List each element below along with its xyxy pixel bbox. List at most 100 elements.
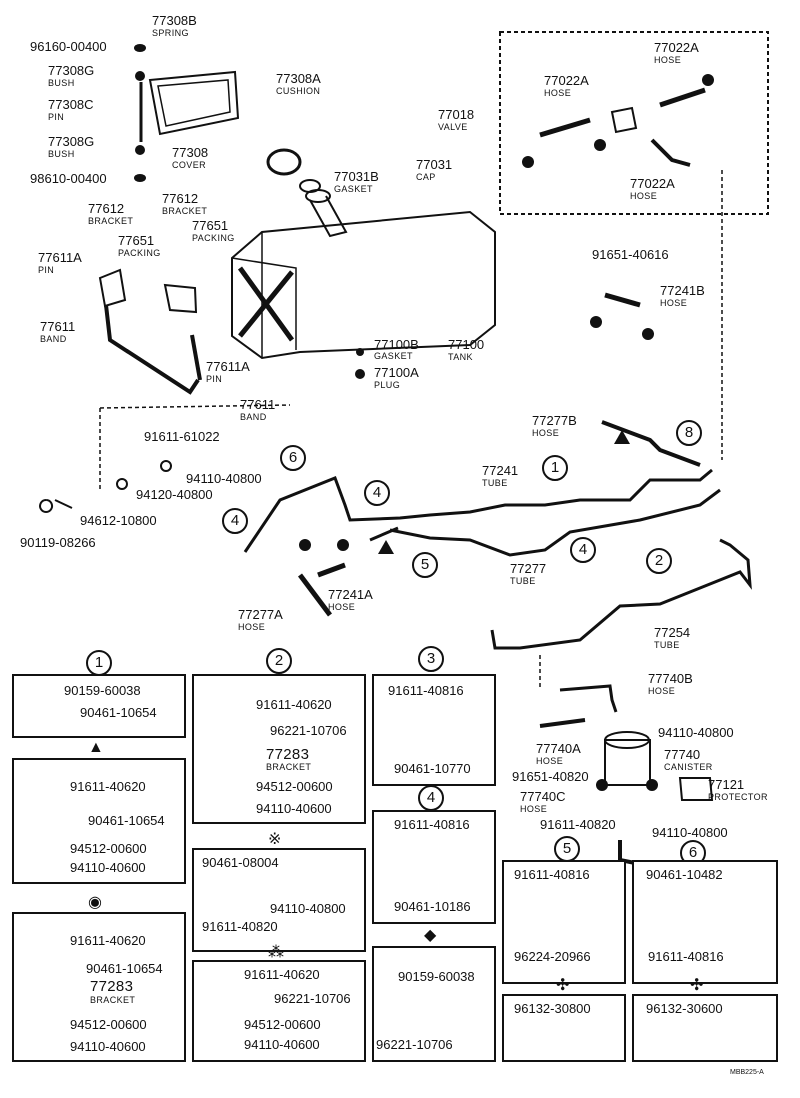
- label-tube-b: TUBE: [510, 576, 536, 586]
- bdia-item-1: 90159-60038: [398, 969, 475, 984]
- b6-item-1: 90461-10482: [646, 867, 723, 882]
- label-packing-a: PACKING: [118, 248, 161, 258]
- part-77254: 77254: [654, 625, 691, 640]
- b3-item-1: 91611-40816: [388, 683, 464, 698]
- btri-item-4: 94110-40600: [70, 860, 146, 875]
- part-94110-40800-b: 94110-40800: [658, 725, 734, 740]
- label-hose-i: HOSE: [536, 756, 564, 766]
- label-hose-a: HOSE: [544, 88, 572, 98]
- b3-item-2: 90461-10770: [394, 761, 471, 776]
- part-77308G-a: 77308G: [48, 63, 95, 78]
- label-hose-f: HOSE: [328, 602, 356, 612]
- label-hose-h: HOSE: [648, 686, 676, 696]
- label-hose-j: HOSE: [520, 804, 548, 814]
- part-77121: 77121: [708, 777, 745, 792]
- part-77277B: 77277B: [532, 413, 577, 428]
- part-77031B: 77031B: [334, 169, 379, 184]
- tube-77254: [490, 538, 752, 650]
- bclub-item-2: 96221-10706: [274, 991, 351, 1006]
- part-77308A: 77308A: [276, 71, 321, 86]
- label-spring: SPRING: [152, 28, 189, 38]
- box5-marker: 5: [554, 836, 580, 862]
- part-77241: 77241: [482, 463, 519, 478]
- label-bracket-a: BRACKET: [88, 216, 134, 226]
- part-77651-a: 77651: [118, 233, 155, 248]
- hose-77277B: [601, 420, 701, 467]
- label-bush-b: BUSH: [48, 149, 75, 159]
- part-77740B: 77740B: [648, 671, 693, 686]
- washer-94120-40800: [116, 478, 128, 490]
- part-77308G-b: 77308G: [48, 134, 95, 149]
- part-77740A: 77740A: [536, 741, 581, 756]
- box4-marker: 4: [418, 785, 444, 811]
- label-tube-a: TUBE: [482, 478, 508, 488]
- part-77611A-b: 77611A: [206, 359, 250, 374]
- part-77308: 77308: [172, 145, 209, 160]
- label-hose-d: HOSE: [660, 298, 688, 308]
- part-91611-61022: 91611-61022: [144, 429, 220, 444]
- hose-77241A: [317, 562, 346, 578]
- tank-end-cross: [237, 266, 295, 342]
- bclub-item-4: 94110-40600: [244, 1037, 320, 1052]
- cross-symbol-icon-1: ✣: [556, 977, 570, 994]
- bstar-item-1: 90461-08004: [202, 855, 279, 870]
- label-valve: VALVE: [438, 122, 468, 132]
- asterisk-symbol-icon: ※: [268, 831, 282, 848]
- part-94110-40800-c: 94110-40800: [652, 825, 728, 840]
- dot-symbol-icon: ◉: [88, 894, 102, 911]
- valve-dashed-boundary: [499, 31, 769, 215]
- part-77100A: 77100A: [374, 365, 419, 380]
- nut-94110-40800: [160, 460, 172, 472]
- bstar-item-3: 91611-40820: [202, 919, 278, 934]
- b2-item-6: 94110-40600: [256, 801, 332, 816]
- detail-box-dot: 91611-40620 90461-10654 77283 BRACKET 94…: [12, 912, 186, 1062]
- bdia-item-2: 96221-10706: [376, 1037, 453, 1052]
- hose-77740A: [539, 718, 586, 728]
- b6-item-2: 91611-40816: [648, 949, 724, 964]
- marker-5: 5: [412, 552, 438, 578]
- protector: [678, 777, 714, 801]
- box3-marker: 3: [418, 646, 444, 672]
- part-77241B: 77241B: [660, 283, 705, 298]
- part-77740: 77740: [664, 747, 701, 762]
- label-tank: TANK: [448, 352, 473, 362]
- part-77241A: 77241A: [328, 587, 373, 602]
- label-pin-a: PIN: [48, 112, 65, 122]
- label-cushion: CUSHION: [276, 86, 321, 96]
- b5-item-1: 91611-40816: [514, 867, 590, 882]
- part-98610-00400: 98610-00400: [30, 171, 107, 186]
- part-77277: 77277: [510, 561, 547, 576]
- b2-item-4: BRACKET: [266, 762, 312, 772]
- b2-item-5: 94512-00600: [256, 779, 333, 794]
- detail-box-5: 91611-40816 96224-20966: [502, 860, 626, 984]
- bdot-item-6: 94110-40600: [70, 1039, 146, 1054]
- tank-bracket-right: [163, 283, 198, 314]
- bstar-item-2: 94110-40800: [270, 901, 346, 916]
- bcross1-item-1: 96132-30800: [514, 1001, 591, 1016]
- bdot-item-3: 77283: [90, 978, 134, 995]
- detail-box-2: 91611-40620 96221-10706 77283 BRACKET 94…: [192, 674, 366, 824]
- detail-box-triangle: 91611-40620 90461-10654 94512-00600 9411…: [12, 758, 186, 884]
- label-band-a: BAND: [40, 334, 67, 344]
- detail-box-6: 90461-10482 91611-40816: [632, 860, 778, 984]
- label-hose-e: HOSE: [532, 428, 560, 438]
- part-77308B: 77308B: [152, 13, 197, 28]
- bclub-item-1: 91611-40620: [244, 967, 320, 982]
- btri-item-3: 94512-00600: [70, 841, 147, 856]
- label-hose-b: HOSE: [654, 55, 682, 65]
- diagram-code: MBB225-A: [730, 1069, 764, 1076]
- part-91651-40820: 91651-40820: [512, 769, 589, 784]
- detail-box-4: 91611-40816 90461-10186: [372, 810, 496, 924]
- part-77100: 77100: [448, 337, 485, 352]
- part-77100B: 77100B: [374, 337, 419, 352]
- detail-box-cross-1: 96132-30800: [502, 994, 626, 1062]
- part-77612-a: 77612: [88, 201, 125, 216]
- b5-item-2: 96224-20966: [514, 949, 591, 964]
- tank-band-left: [104, 304, 200, 395]
- part-77022A-b: 77022A: [654, 40, 699, 55]
- bcross2-item-1: 96132-30600: [646, 1001, 723, 1016]
- detail-box-cross-2: 96132-30600: [632, 994, 778, 1062]
- marker-2: 2: [646, 548, 672, 574]
- tank-band-right: [190, 334, 202, 381]
